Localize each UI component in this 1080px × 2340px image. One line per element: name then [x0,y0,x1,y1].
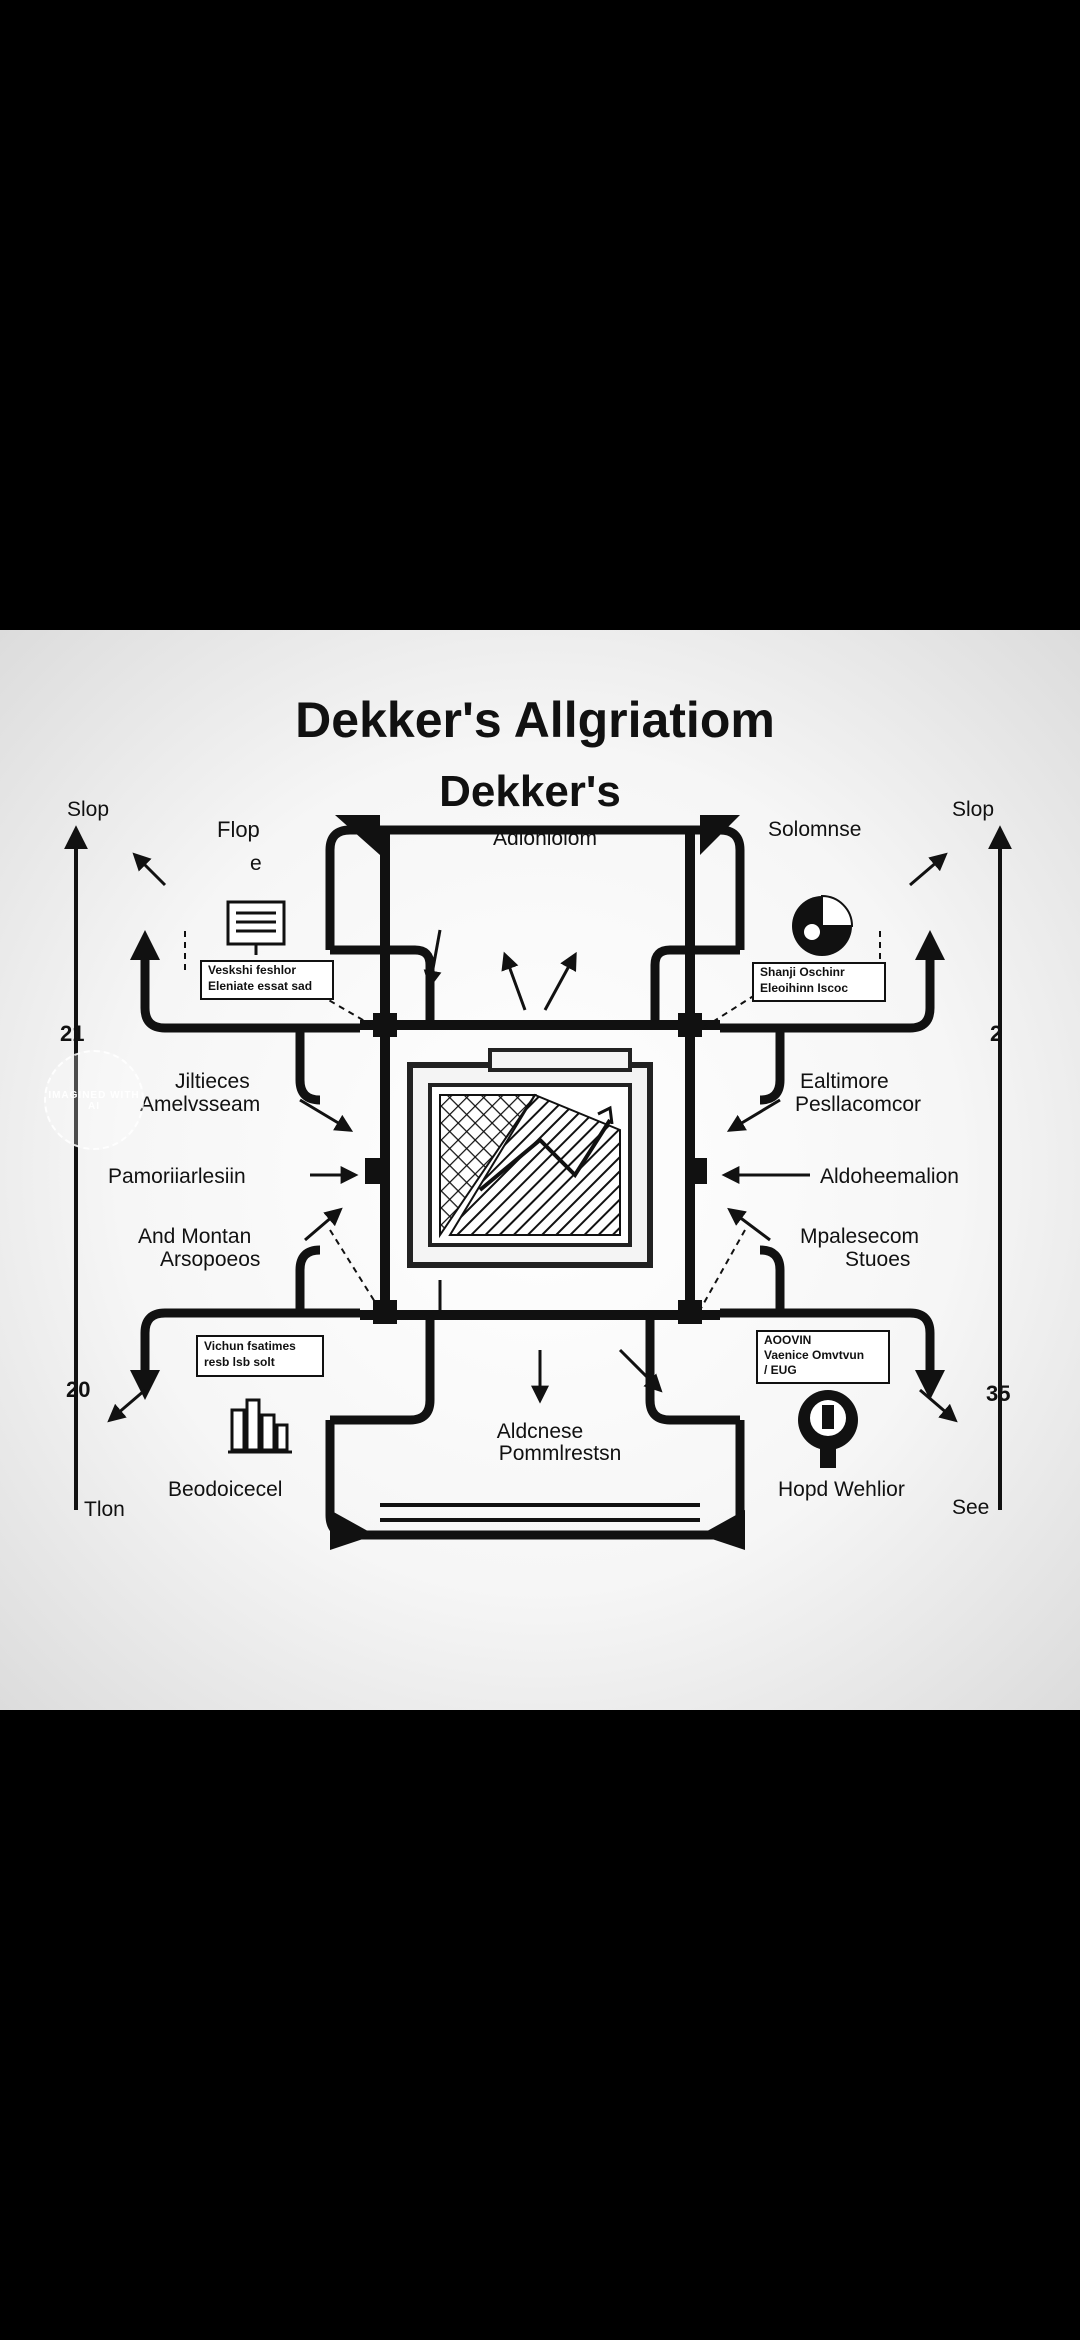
note-box-top-left: Veskshi feshlor Eleniate essat sad [200,960,334,1000]
label-left-mid-1: Jiltieces [175,1070,250,1093]
document-icon [226,900,286,955]
label-right-arrow: Aldoheemalion [820,1165,959,1188]
central-frame [360,830,720,1320]
note-line: Vichun fsatimes [204,1339,296,1353]
label-flop-mark: e [250,852,262,875]
label-left-mid-2: Amelvsseam [140,1093,261,1116]
note-line: AOOVIN [764,1333,812,1347]
label-right-low-1: Mpalesecom [800,1225,920,1248]
junctions [365,1013,707,1324]
label-right-mid-1: Ealtimore [800,1070,889,1093]
top-loop [325,825,745,950]
axis-number-left-top: 21 [60,1021,85,1046]
label-bottom-center-2: Pommlrestsn [498,1442,622,1465]
lamp-icon [798,1390,858,1468]
label-right-low-2: Stuoes [845,1248,911,1271]
label-flop: Flop [217,817,260,842]
center-heading: Dekker's [439,767,621,816]
bottom-black-bar [0,1710,1080,2340]
center-subheading: Adloniolom [493,827,597,850]
note-line: resb lsb solt [204,1355,275,1369]
corner-label-top-left: Slop [67,798,110,821]
thin-arrows [107,852,958,1423]
axis-number-right-bottom: 35 [986,1381,1011,1406]
bar-chart-icon [228,1398,292,1454]
watermark-badge: IMAGINED WITH AI [44,1050,144,1150]
note-line: Eleniate essat sad [208,979,313,993]
diagram-panel: Veskshi feshlor Eleniate essat sad Shanj… [0,630,1080,1710]
note-box-top-right: Shanji Oschinr Eleoihinn Iscoc [752,962,886,1002]
diagram-lines [64,815,1012,1550]
watermark-text: IMAGINED WITH AI [48,1090,140,1112]
corner-label-bottom-right: See [952,1496,990,1519]
axis-number-left-bottom: 20 [66,1377,91,1402]
label-left-arrow: Pamoriiarlesiin [108,1165,246,1188]
pie-icon [792,894,854,956]
corner-label-top-right: Slop [952,798,995,821]
label-bottom-right: Hopd Wehlior [778,1478,905,1501]
label-left-low-2: Arsopoeos [160,1248,261,1271]
note-line: Shanji Oschinr [760,965,845,979]
label-right-mid-2: Pesllacomcor [795,1093,922,1116]
note-box-bottom-right: AOOVIN Vaenice Omvtvun / EUG [756,1330,890,1384]
diagram-title: Dekker's Allgriatiom [295,692,775,748]
right-branches [645,945,935,1425]
note-line: Eleoihinn Iscoc [760,981,849,995]
note-line: Veskshi feshlor [208,963,297,977]
axis-number-right-top: 2 [990,1021,1003,1046]
central-window [407,1048,653,1268]
label-left-low-1: And Montan [138,1225,252,1248]
note-box-bottom-left: Vichun fsatimes resb lsb solt [196,1335,324,1377]
note-line: / EUG [764,1363,797,1377]
note-line: Vaenice Omvtvun [764,1348,865,1362]
dashed-connectors [184,930,881,1311]
left-branches [140,945,435,1425]
label-bottom-center-1: Aldcnese [496,1420,584,1443]
label-solomnse: Solomnse [768,818,862,841]
top-black-bar [0,0,1080,630]
corner-label-bottom-left: Tlon [84,1498,125,1521]
label-bottom-left: Beodoicecel [168,1478,283,1501]
